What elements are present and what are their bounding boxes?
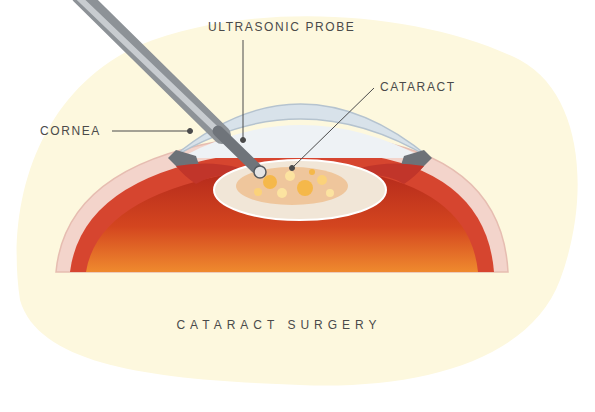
probe-label: ULTRASONIC PROBE	[208, 20, 355, 34]
sclera	[56, 138, 508, 272]
leader-lines	[112, 40, 374, 171]
cataract-label: CATARACT	[380, 80, 456, 94]
cornea-label: CORNEA	[40, 124, 101, 138]
caption: CATARACT SURGERY	[176, 318, 381, 332]
choroid	[70, 154, 494, 272]
background-blob	[17, 16, 578, 385]
lens-nucleus	[236, 167, 348, 205]
lens	[214, 160, 386, 220]
